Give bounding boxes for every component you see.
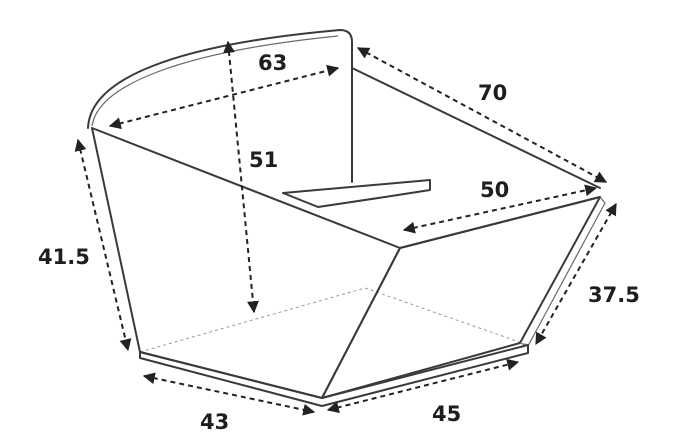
label-seat-depth: 70 <box>478 81 507 105</box>
front-panel <box>321 196 606 399</box>
label-base-depth: 43 <box>200 410 229 434</box>
base-plate <box>139 344 529 407</box>
dim-line-base-depth <box>142 372 316 416</box>
dim-line-back-height <box>223 40 259 314</box>
label-front-height: 37.5 <box>588 283 640 307</box>
label-back-height: 51 <box>249 148 278 172</box>
backrest <box>87 29 353 183</box>
label-base-width: 45 <box>432 402 461 426</box>
dimension-labels: 63 70 51 50 41.5 37.5 43 45 <box>38 51 640 434</box>
dimension-lines <box>74 40 617 416</box>
dim-line-seat-width <box>402 184 598 234</box>
seat-slat <box>282 179 431 208</box>
right-arm-top <box>351 67 601 249</box>
dim-line-base-width <box>326 358 520 414</box>
label-seat-width: 50 <box>480 178 509 202</box>
left-side-panel <box>91 127 401 399</box>
label-side-height: 41.5 <box>38 245 90 269</box>
hidden-edges <box>139 287 529 353</box>
dim-line-seat-depth <box>356 47 608 183</box>
dim-line-front-height <box>535 202 617 346</box>
label-back-width: 63 <box>258 51 287 75</box>
